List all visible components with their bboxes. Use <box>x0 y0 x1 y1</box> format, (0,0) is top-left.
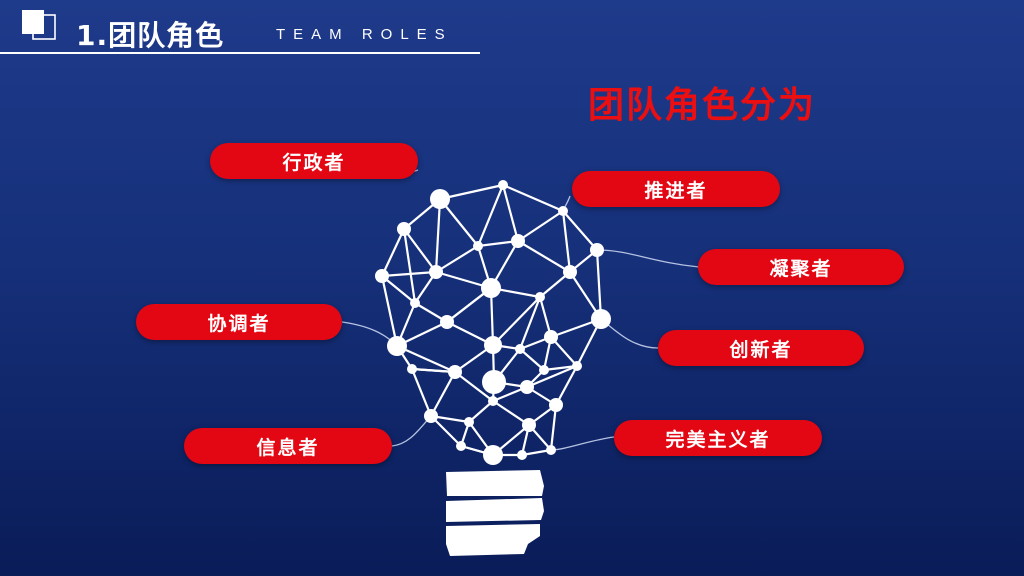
network-edge <box>380 270 438 278</box>
connector-line <box>550 436 615 451</box>
network-node <box>515 344 525 354</box>
network-edge <box>434 244 480 274</box>
network-node <box>546 445 556 455</box>
network-node <box>591 309 611 329</box>
network-node <box>375 269 389 283</box>
role-pill-cohesion: 凝聚者 <box>698 249 904 285</box>
role-pill-perfectionist: 完美主义者 <box>614 420 822 456</box>
network-edge <box>410 367 433 418</box>
network-node <box>456 441 466 451</box>
network-node <box>473 241 483 251</box>
network-node <box>482 370 506 394</box>
network-edge <box>380 227 406 278</box>
role-pill-driver: 推进者 <box>572 171 780 207</box>
network-node <box>407 364 417 374</box>
network-edge <box>554 364 579 407</box>
network-edge <box>491 295 542 347</box>
network-edge <box>453 370 495 403</box>
network-edge <box>429 370 457 418</box>
network-edge <box>516 209 565 243</box>
network-node <box>464 417 474 427</box>
network-node <box>410 298 420 308</box>
network-edge <box>429 414 463 448</box>
network-node <box>522 418 536 432</box>
bulb-base <box>446 470 544 556</box>
network-node <box>558 206 568 216</box>
network-edge <box>438 183 505 201</box>
network-edge <box>561 209 599 252</box>
network-node <box>563 265 577 279</box>
network-node <box>498 180 508 190</box>
network-node <box>481 278 501 298</box>
network-node <box>429 265 443 279</box>
network-node <box>397 222 411 236</box>
page-subtitle: TEAM ROLES <box>276 26 453 43</box>
network-edge <box>410 367 457 374</box>
network-node <box>387 336 407 356</box>
network-edge <box>549 403 558 452</box>
network-edge <box>402 227 417 305</box>
network-node <box>539 365 549 375</box>
network-edge <box>501 183 520 243</box>
network-edge <box>516 239 572 274</box>
network-node <box>520 380 534 394</box>
network-edge <box>518 347 546 372</box>
network-node <box>424 409 438 423</box>
page-title: 1.团队角色 <box>76 19 225 52</box>
network-edge <box>501 183 565 213</box>
network-edge <box>595 248 603 321</box>
network-edge <box>491 399 531 427</box>
role-pill-coordinator: 协调者 <box>136 304 342 340</box>
network-node <box>590 243 604 257</box>
connector-line <box>391 415 432 447</box>
network-edge <box>395 344 457 374</box>
network-node <box>572 361 582 371</box>
network-edge <box>402 227 438 274</box>
network-node <box>544 330 558 344</box>
network-node <box>535 292 545 302</box>
network-node <box>440 315 454 329</box>
section-heading: 团队角色分为 <box>588 85 817 126</box>
role-pill-admin: 行政者 <box>210 143 418 179</box>
network-edge <box>434 197 442 274</box>
role-pill-innovator: 创新者 <box>658 330 864 366</box>
network-edge <box>380 274 417 305</box>
network-node <box>448 365 462 379</box>
network-node <box>484 336 502 354</box>
network-edge <box>518 295 542 351</box>
network-node <box>488 396 498 406</box>
network-edge <box>476 183 505 248</box>
network-edge <box>380 274 399 348</box>
network-node <box>549 398 563 412</box>
connector-line <box>596 249 700 268</box>
network-edge <box>525 364 579 389</box>
network-node <box>483 445 503 465</box>
header-divider <box>0 52 480 54</box>
network-node <box>517 450 527 460</box>
role-pill-informer: 信息者 <box>184 428 392 464</box>
network-node <box>430 189 450 209</box>
network-node <box>511 234 525 248</box>
overlapping-squares-icon <box>22 10 56 40</box>
network-edge <box>438 197 480 248</box>
network-edge <box>467 399 495 424</box>
network-edge <box>561 209 572 274</box>
network-edge <box>542 364 579 372</box>
